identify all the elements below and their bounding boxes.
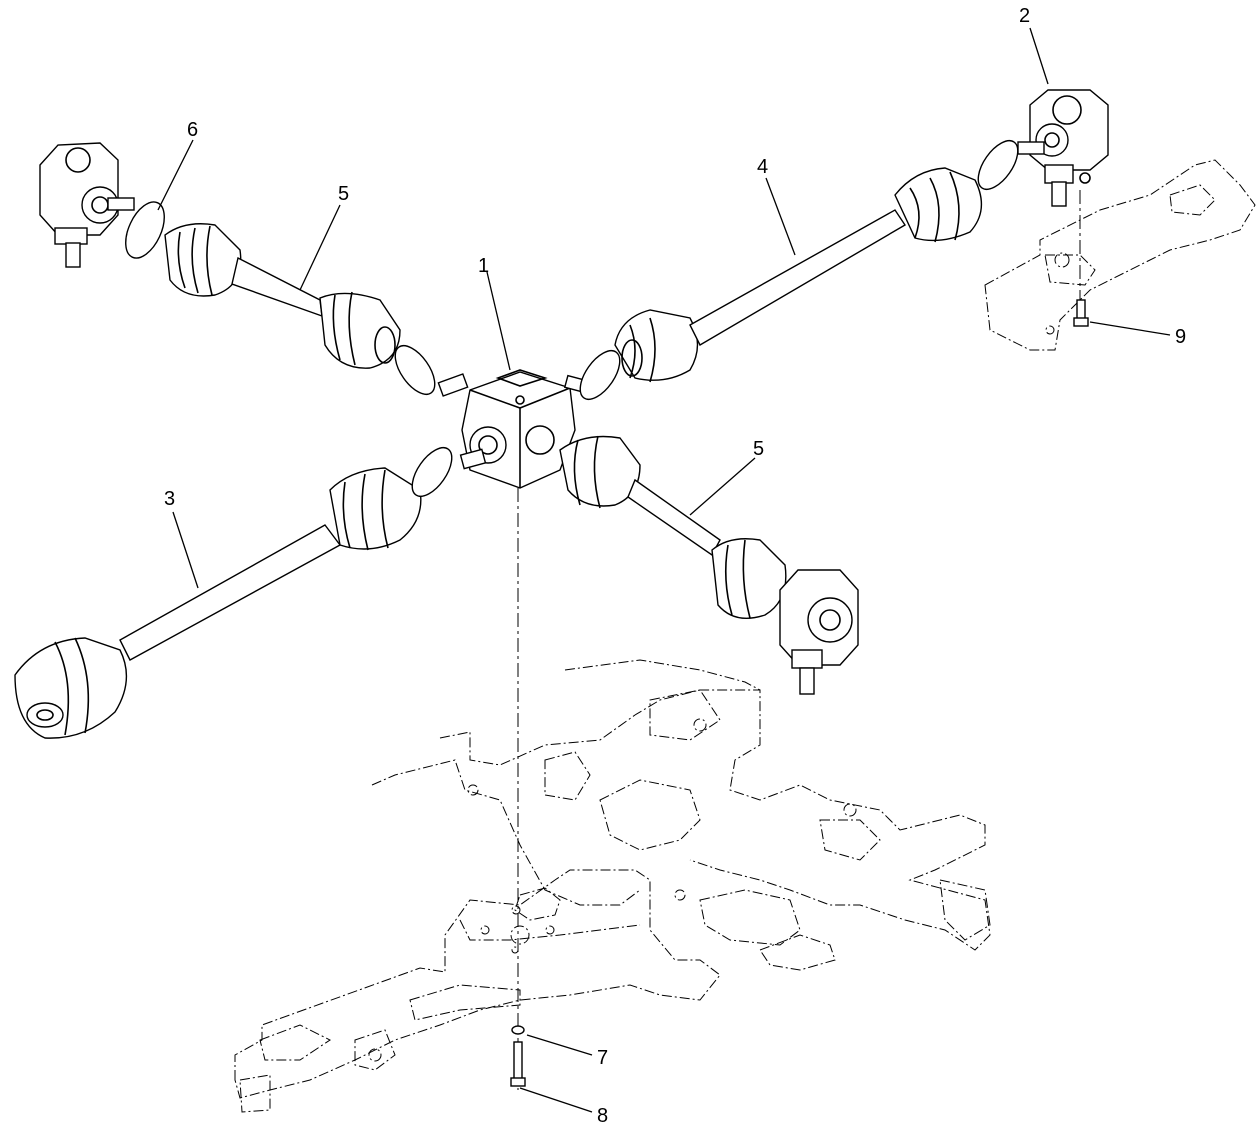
callout-1: 1 — [478, 255, 489, 277]
mounting-bolt-7-8 — [510, 1025, 526, 1087]
clamp-ring-center-left — [394, 344, 436, 396]
leader-9 — [1089, 321, 1171, 336]
leader-3 — [172, 511, 199, 589]
clamp-ring — [125, 201, 165, 259]
leader-6 — [157, 139, 194, 211]
callout-6: 6 — [187, 119, 198, 141]
callout-9: 9 — [1175, 326, 1186, 348]
drive-shaft-upper-left — [164, 223, 401, 369]
leader-2 — [1029, 27, 1049, 85]
leader-8 — [519, 1087, 593, 1113]
callout-2: 2 — [1019, 5, 1030, 27]
clamp-ring-center-lower-left — [411, 446, 453, 498]
clamp-ring-upper-right — [977, 139, 1019, 191]
right-angle-gearbox-lower-right — [779, 569, 859, 695]
callout-5-lower: 5 — [753, 438, 764, 460]
leader-5b — [689, 457, 756, 516]
drive-shaft-lower-right — [559, 435, 787, 619]
side-frame-phantom — [984, 159, 1256, 351]
drive-shaft-lower-left — [14, 467, 422, 739]
leader-5a — [299, 204, 341, 291]
leader-4 — [765, 177, 796, 256]
clamp-ring-center-right — [579, 349, 621, 401]
mounting-bolt-9 — [1073, 299, 1089, 327]
leader-1 — [486, 271, 511, 371]
leader-7 — [526, 1034, 593, 1056]
callout-8: 8 — [597, 1105, 608, 1127]
callout-4: 4 — [757, 156, 768, 178]
right-angle-gearbox-upper-right — [1017, 89, 1109, 207]
callout-7: 7 — [597, 1047, 608, 1069]
callout-5-upper: 5 — [338, 183, 349, 205]
drive-shaft-upper-right — [614, 167, 983, 383]
main-frame-phantom — [234, 659, 991, 1113]
right-angle-gearbox-upper-left — [39, 142, 135, 268]
callout-3: 3 — [164, 488, 175, 510]
